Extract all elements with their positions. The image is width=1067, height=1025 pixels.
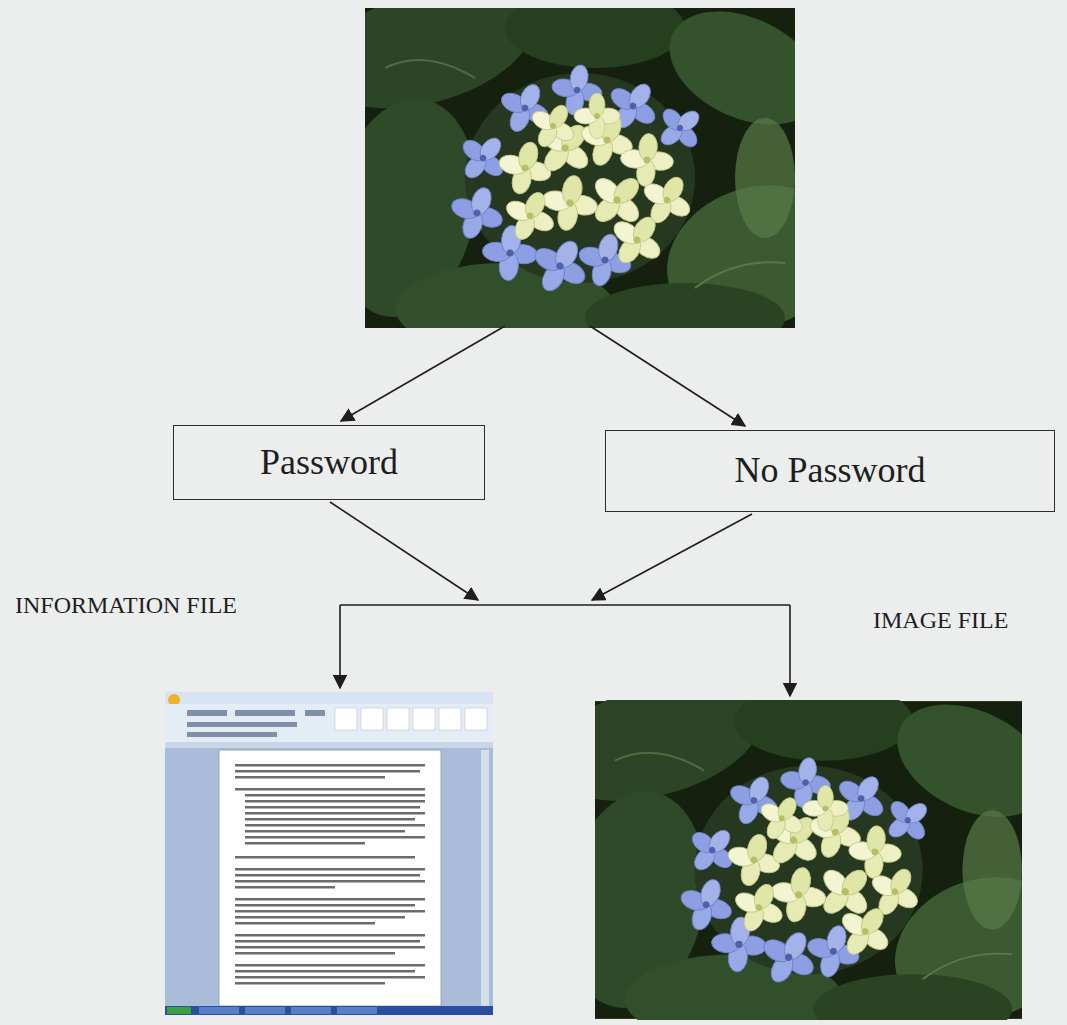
arrow	[590, 326, 745, 426]
split-line	[340, 604, 790, 606]
branch-label: IMAGE FILE	[873, 607, 1008, 634]
arrow	[789, 605, 791, 696]
flower-photo	[535, 660, 1067, 1025]
box-label: No Password	[734, 450, 925, 491]
text-box: No Password	[605, 430, 1055, 512]
arrow	[339, 605, 341, 688]
arrow	[330, 502, 478, 600]
box-label: Password	[260, 442, 398, 483]
document-screenshot	[165, 692, 493, 1015]
text-box: Password	[173, 425, 485, 500]
arrow	[592, 514, 752, 600]
arrow	[341, 326, 505, 421]
branch-label: INFORMATION FILE	[15, 592, 237, 619]
flower-photo	[305, 0, 864, 355]
